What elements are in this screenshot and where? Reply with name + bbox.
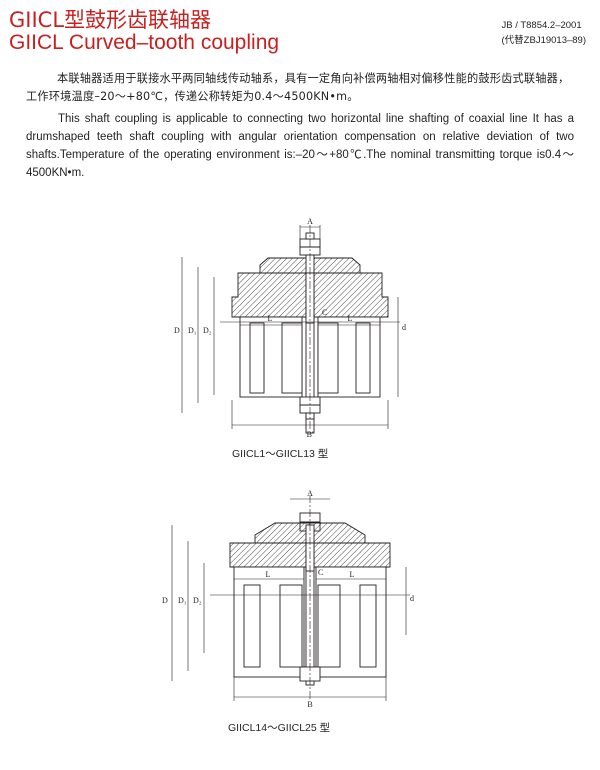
dim-label-d-outer: D — [174, 326, 180, 335]
title-chinese: GIICL型鼓形齿联轴器 — [9, 8, 212, 32]
coupling-drawing-type-2: A B C L L D D₁ D₂ d — [162, 489, 414, 709]
figure-caption-1: GIICL1～GIICL13 型 — [232, 448, 329, 460]
dim-label-d-bore: d — [410, 594, 414, 603]
standard-number: JB / T8854.2–2001 — [501, 20, 582, 31]
dim-label-d1: D₁ — [178, 596, 187, 605]
dim-label-d-outer: D — [162, 596, 168, 605]
replaces-standard: (代替ZBJ19013–89) — [501, 35, 586, 46]
dim-label-d1: D₁ — [188, 326, 197, 335]
dim-label-c: C — [318, 568, 323, 577]
dim-label-b: B' — [307, 430, 314, 439]
dim-label-l-right: L — [350, 570, 355, 579]
dim-label-l-left: L — [268, 314, 273, 323]
dim-label-l-left: L — [266, 570, 271, 579]
title-english: GIICL Curved–tooth coupling — [9, 31, 280, 54]
dim-label-c: C — [322, 308, 327, 317]
standard-reference: JB / T8854.2–2001 (代替ZBJ19013–89) — [502, 18, 586, 48]
dim-label-a: A — [307, 217, 313, 226]
dim-label-a: A — [307, 489, 313, 498]
figure-caption-2: GIICL14～GIICL25 型 — [228, 722, 331, 734]
coupling-drawing-type-1: A B' C L L D D₁ D₂ d — [174, 217, 406, 439]
dim-label-d2: D₂ — [193, 596, 202, 605]
dim-label-d2: D₂ — [203, 326, 212, 335]
dim-label-d-bore: d — [402, 323, 406, 332]
description-english: This shaft coupling is applicable to con… — [26, 113, 574, 179]
dim-label-b: B — [307, 700, 312, 709]
dim-label-l-right: L — [348, 314, 353, 323]
description-chinese: 本联轴器适用于联接水平两同轴线传动轴系，具有一定角向补偿两轴相对偏移性能的鼓形齿… — [26, 72, 570, 103]
